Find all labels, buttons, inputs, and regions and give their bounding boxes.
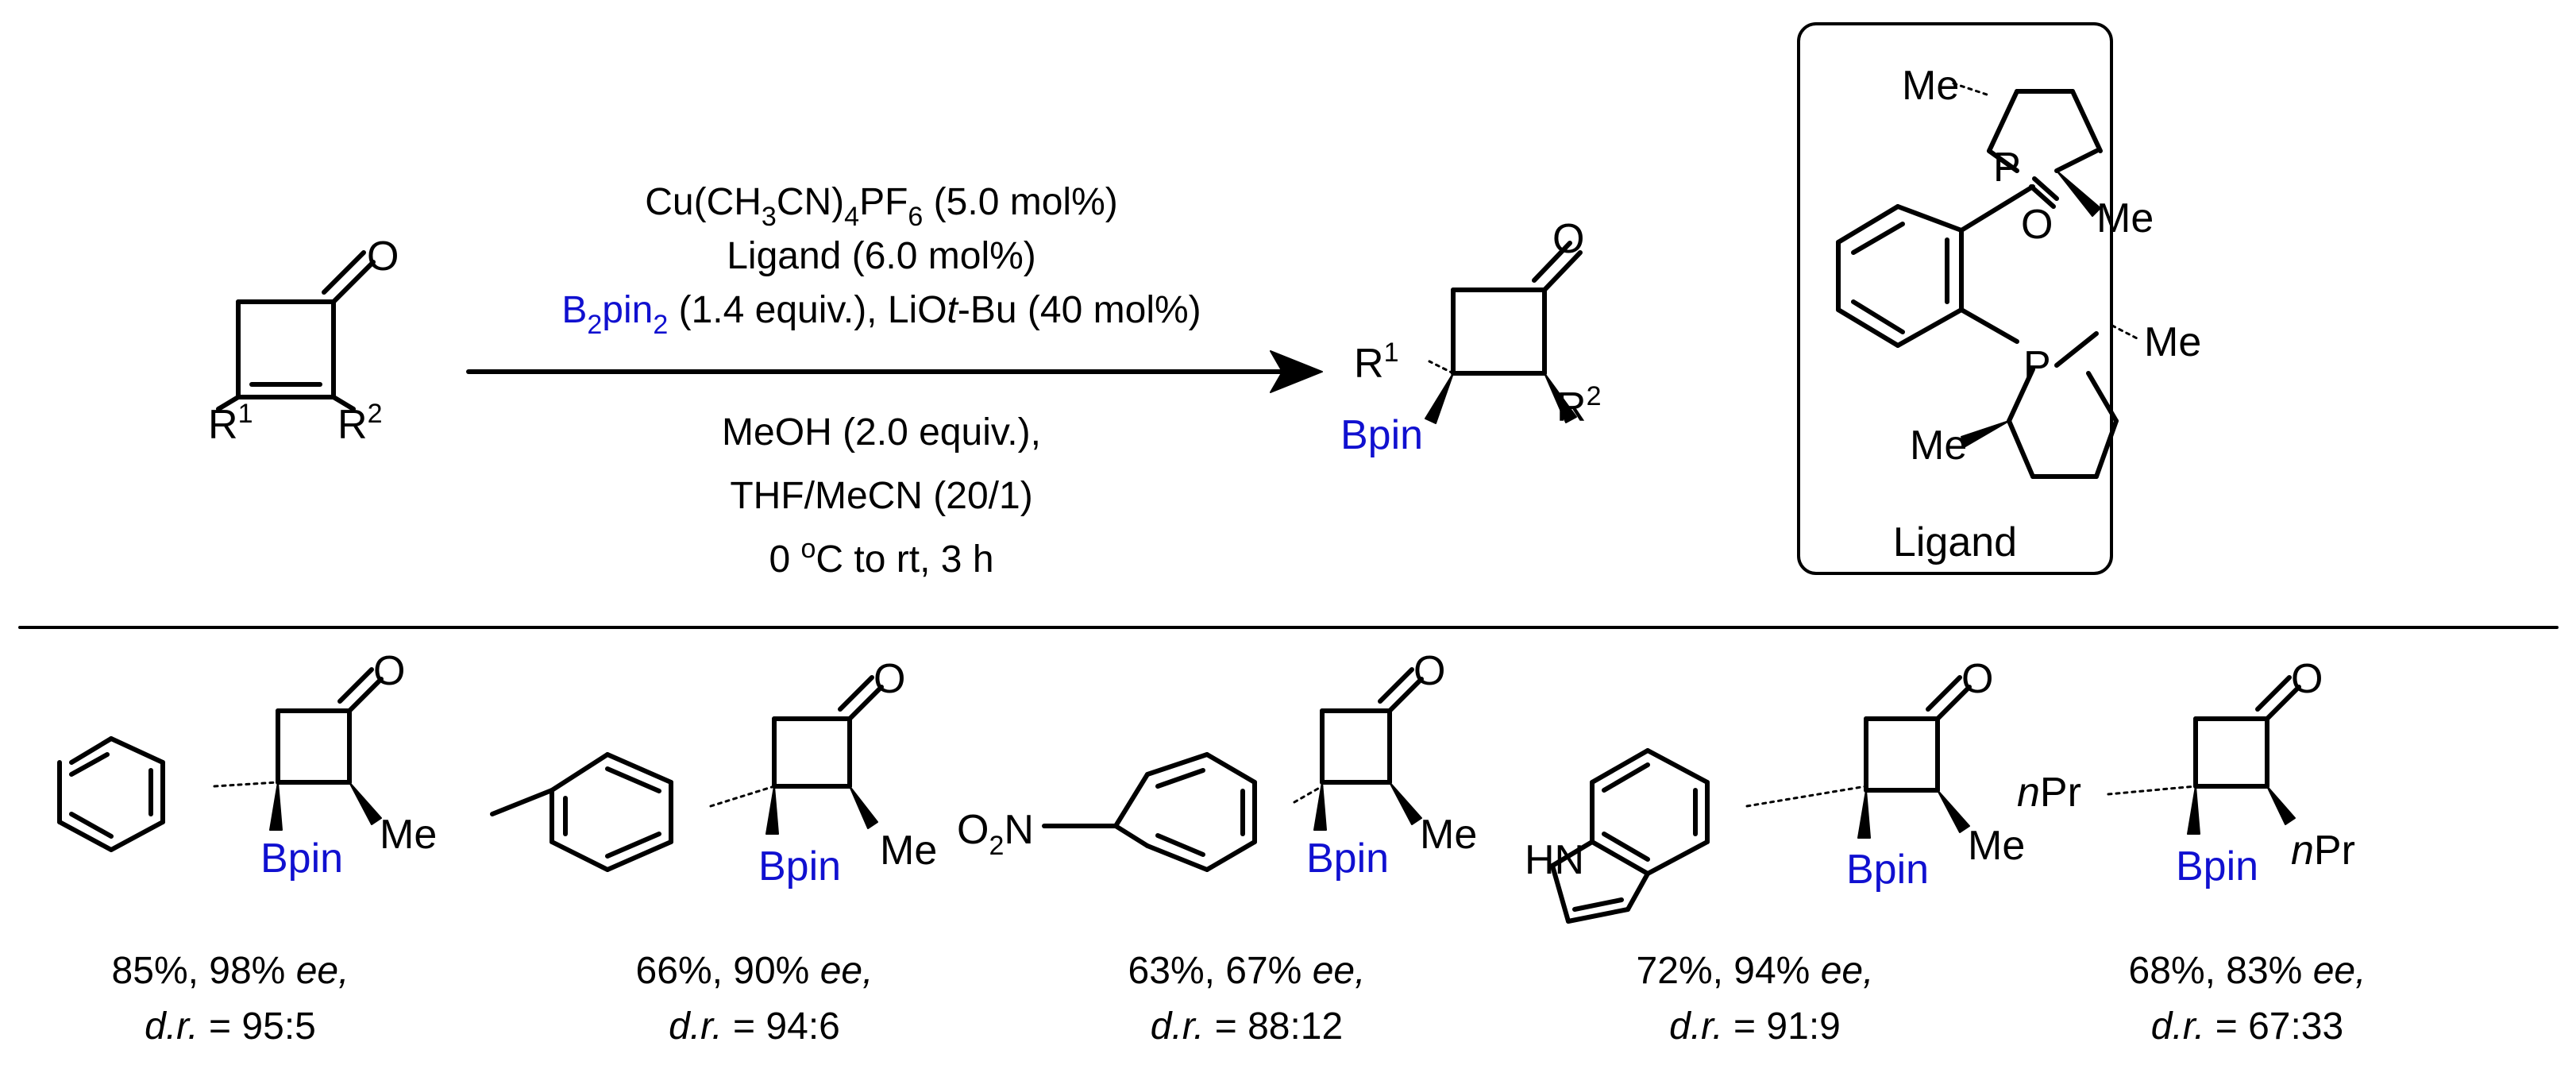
example-5-structure [2107,675,2301,835]
example-5-carbonyl: O [2291,656,2323,702]
example-4-structure [1550,675,1972,924]
ligand-oxide-o: O [2021,202,2053,248]
example-5-bpin: Bpin [2176,843,2258,890]
example-1-me: Me [380,812,437,858]
ligand-me-3: Me [2144,319,2201,365]
example-2-carbonyl: O [873,656,905,702]
product-cyclobutanone [1425,241,1583,424]
reactant-cyclobutenone [216,250,376,411]
reaction-arrow [466,350,1323,393]
example-4-dr: d.r. = 91:9 [1669,1005,1841,1048]
example-2-me: Me [880,828,937,874]
reactant-r1: R1 [208,399,253,448]
product-carbonyl-o: O [1552,216,1584,262]
reactant-r2: R2 [337,399,382,448]
example-4-indole-nh: HN [1525,837,1584,883]
example-3-nitro: O2N [957,807,1034,861]
example-1-bpin: Bpin [260,836,343,882]
ligand-me-4: Me [1910,423,1967,469]
condition-solvent: THF/MeCN (20/1) [730,475,1032,517]
condition-temperature-time: 0 oC to rt, 3 h [769,534,993,581]
ligand-p-free: P [2023,343,2051,389]
example-3-structure [1042,667,1424,872]
example-4-me: Me [1968,823,2025,869]
example-4-bpin: Bpin [1846,847,1929,893]
example-2-dr: d.r. = 94:6 [669,1005,840,1048]
example-5-yield: 68%, 83% ee, [2129,950,2366,992]
example-3-bpin: Bpin [1306,836,1389,882]
condition-methanol: MeOH (2.0 equiv.), [722,411,1041,453]
ligand-caption: Ligand [1893,519,2017,565]
example-2-yield: 66%, 90% ee, [636,950,873,992]
ligand-p-oxide: P [1993,145,2021,191]
example-1-structure [57,667,384,852]
condition-ligand: Ligand (6.0 mol%) [727,235,1036,277]
example-4-yield: 72%, 94% ee, [1637,950,1874,992]
example-3-me: Me [1420,812,1477,858]
example-3-carbonyl: O [1413,648,1445,694]
reactant-carbonyl-o: O [367,233,399,280]
example-1-yield: 85%, 98% ee, [112,950,349,992]
product-r1: R1 [1354,338,1398,387]
example-2-bpin: Bpin [758,843,841,890]
example-2-structure [490,675,884,872]
condition-boron-base: B2pin2 (1.4 equiv.), LiOt-Bu (40 mol%) [561,289,1201,340]
example-5-r1: nPr [2017,770,2081,816]
example-1-dr: d.r. = 95:5 [145,1005,316,1048]
example-5-r2: nPr [2291,828,2355,874]
product-r2: R2 [1556,381,1601,430]
example-4-carbonyl: O [1961,656,1993,702]
ligand-structure [1836,82,2142,479]
example-5-dr: d.r. = 67:33 [2151,1005,2343,1048]
example-3-yield: 63%, 67% ee, [1128,950,1366,992]
example-3-dr: d.r. = 88:12 [1151,1005,1343,1048]
ligand-me-2: Me [2096,195,2154,241]
product-bpin: Bpin [1340,412,1423,458]
ligand-me-1: Me [1902,63,1959,109]
ligand-box [1797,22,2113,575]
condition-catalyst: Cu(CH3CN)4PF6 (5.0 mol%) [645,181,1117,232]
example-1-carbonyl: O [373,648,405,694]
